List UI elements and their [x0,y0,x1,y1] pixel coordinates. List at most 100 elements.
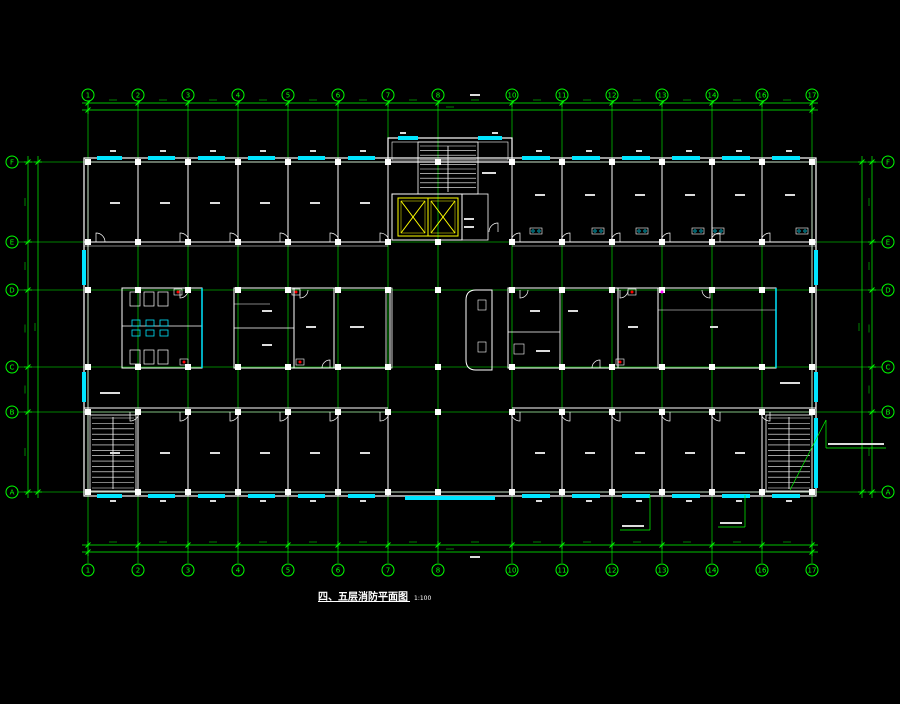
axis-bubble-icon [5,235,19,249]
axis-bubble-icon [705,88,719,102]
window-tag [736,150,742,152]
door-swing-icon [610,232,621,243]
fire-extinguisher-marker [618,360,622,364]
window-tag [586,150,592,152]
room-label-north [785,194,795,196]
window-south [198,494,225,498]
dimension-slash [659,100,665,106]
door-swing-icon [129,411,140,422]
window-tag [310,150,316,152]
door-south-room [329,411,340,422]
door-south-room [229,411,240,422]
dimension-slash [509,542,515,548]
dimension-slash [869,287,875,293]
axis-label: 14 [708,92,717,100]
room-label-north [685,194,695,196]
axis-bubble-right-D: D [881,283,895,297]
door-north-room [279,232,290,243]
door-south-room [129,411,140,422]
dimension-slash [35,489,41,495]
axis-bubble-left-B: B [5,405,19,419]
fire-extinguisher-marker [298,360,302,364]
window-south [622,494,650,498]
structural-column [435,364,441,370]
sink-fixture [531,229,535,233]
room-label-south [735,452,745,454]
door-swing-icon [610,411,621,422]
window-tag [786,150,792,152]
room-label-north [635,194,645,196]
reception-desk [465,289,493,371]
window-north [298,156,325,160]
door-north-room [95,232,106,243]
axis-label: 10 [508,567,517,575]
window-tag [260,500,266,502]
axis-label: 3 [186,567,190,575]
window-east [814,372,818,402]
axis-bubble-right-A: A [881,485,895,499]
sink-fixture [719,229,723,233]
sink-fixture [637,229,641,233]
door-swing-icon [379,232,390,243]
dimension-slash [859,489,865,495]
room-label-office [262,344,272,346]
axis-bubble-top-8: 8 [431,88,445,102]
window-tag [210,500,216,502]
dimension-slash [659,542,665,548]
stair-tower-tag [400,132,406,134]
door-swing-icon [701,289,711,299]
room-label-office [628,326,638,328]
axis-label: 8 [436,567,440,575]
window-south [248,494,275,498]
door-south-room [610,411,621,422]
axis-spacing-label [470,94,480,96]
axis-label: C [886,364,891,372]
desk-equipment [477,299,487,311]
window-south [148,494,175,498]
axis-label: 16 [758,567,767,575]
window-tag [310,500,316,502]
dimension-slash [285,100,291,106]
axis-bubble-icon [281,88,295,102]
axis-bubble-icon [805,88,819,102]
axis-bubble-right-E: E [881,235,895,249]
fire-extinguisher-icon [295,358,305,366]
dimension-slash [809,542,815,548]
dimension-slash [235,542,241,548]
axis-bubble-icon [705,563,719,577]
axis-label: 1 [86,92,90,100]
door-north-room [660,232,671,243]
fixtures [89,141,813,492]
elevator-machine-room [461,193,489,241]
door-restroom [179,289,189,299]
door-south-room [710,411,721,422]
door-office [619,289,629,299]
room-label-office [536,350,550,352]
axis-bubble-bottom-6: 6 [331,563,345,577]
dimension-slash [759,542,765,548]
elevator-car [430,200,456,234]
office-equipment [513,343,525,355]
axis-label: 4 [236,92,241,100]
axis-label: D [885,287,890,295]
structural-column [809,287,815,293]
room-label-south [535,452,545,454]
window-north [572,156,600,160]
structural-column [85,159,91,165]
dimension-slash [709,542,715,548]
axis-bubble-bottom-17: 17 [805,563,819,577]
dimension-slash [435,100,441,106]
axis-bubble-top-14: 14 [705,88,719,102]
window-tag [110,150,116,152]
window-north [622,156,650,160]
door-north-room [179,232,190,243]
axis-bubble-bottom-3: 3 [181,563,195,577]
door-south-room [560,411,571,422]
window-west [82,250,86,285]
door-office [519,289,529,299]
room-label-office [568,310,578,312]
fire-extinguisher-marker [176,290,180,294]
door-south-room [379,411,390,422]
dimension-slash [185,542,191,548]
window-tag [160,500,166,502]
